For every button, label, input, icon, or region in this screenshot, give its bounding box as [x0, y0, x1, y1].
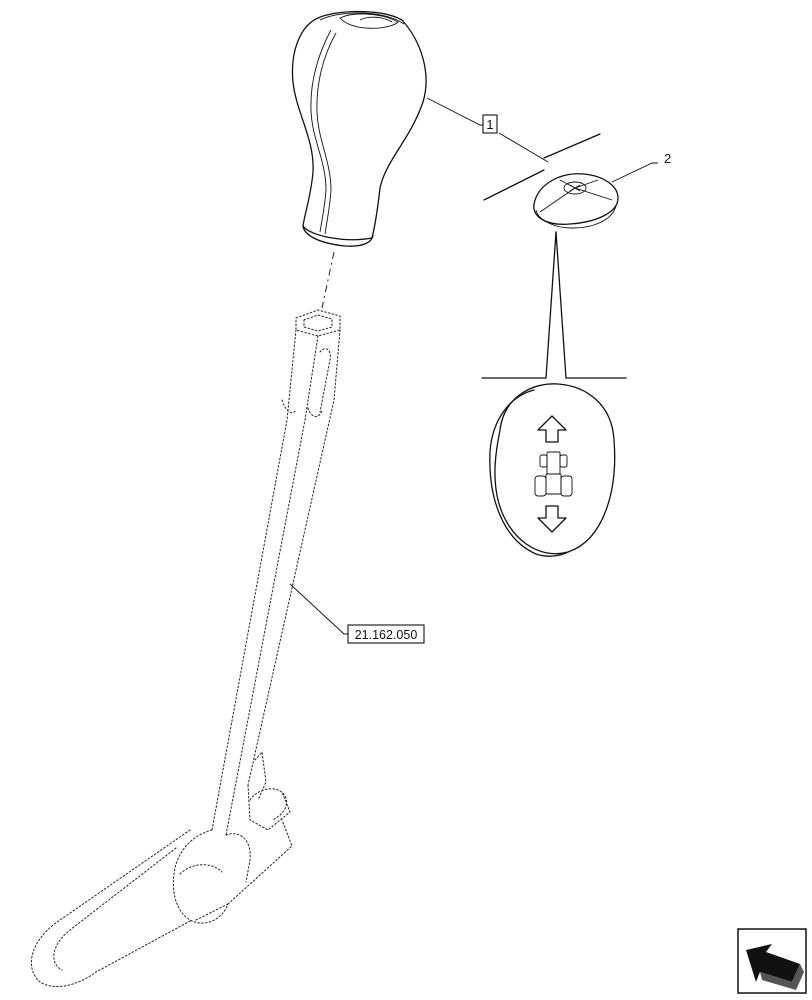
reference-label: 21.162.050 [355, 628, 418, 642]
break-line [483, 133, 601, 201]
detail-leader [481, 231, 627, 379]
tractor-icon [534, 451, 573, 497]
reference-box[interactable]: 21.162.050 [347, 624, 425, 644]
back-arrow-icon[interactable] [737, 928, 807, 994]
leader-reference [289, 583, 348, 635]
assembly-axis [321, 251, 335, 309]
leader-item-2 [611, 162, 658, 183]
decal-detail [489, 383, 616, 557]
gear-knob [291, 10, 427, 247]
arrow-up-icon [537, 415, 567, 443]
arrow-down-icon [537, 505, 567, 533]
leader-item-1 [426, 97, 486, 126]
callout-item-1-label: 1 [486, 117, 493, 132]
callout-item-1: 1 [482, 114, 498, 134]
decal-small [533, 173, 619, 229]
leader-item-1-split [498, 132, 549, 163]
gear-lever [30, 309, 341, 988]
callout-item-2-label: 2 [664, 151, 671, 166]
